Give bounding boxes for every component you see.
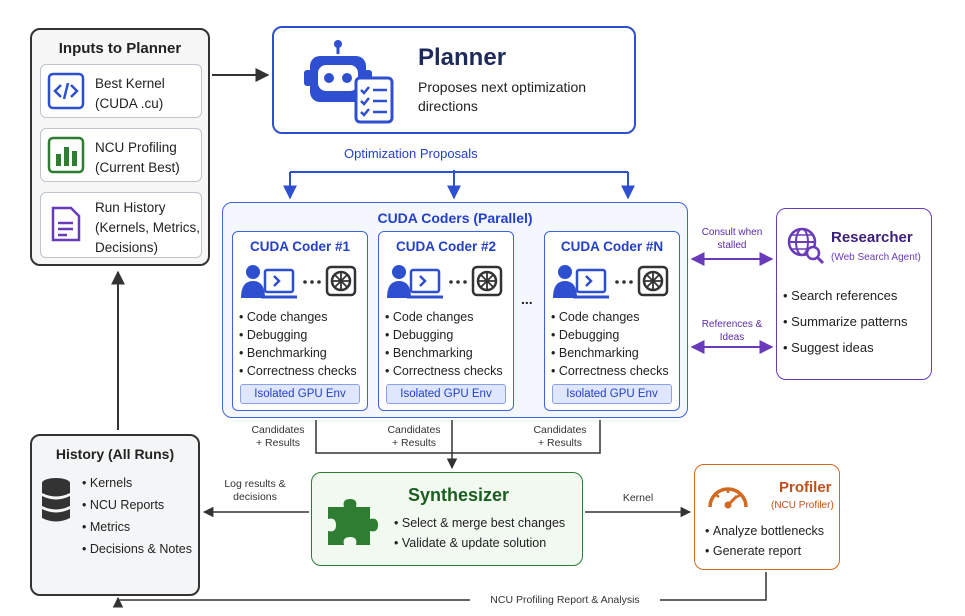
coder-gpu-icon (385, 264, 507, 300)
planner-description: Proposes next optimization directions (418, 79, 587, 114)
candidates-results-label: Candidates + Results (533, 424, 587, 449)
input-card-line: NCU Profiling (95, 140, 177, 155)
planner-title: Planner (418, 44, 507, 71)
input-card-line: Best Kernel (95, 76, 165, 91)
list-item: Generate report (705, 541, 824, 561)
profiler-task-list: Analyze bottlenecks Generate report (705, 521, 824, 561)
robot-checklist-icon (298, 38, 408, 126)
synthesizer-title: Synthesizer (408, 485, 510, 505)
list-item: Correctness checks (385, 362, 503, 380)
profiler-box: Profiler (NCU Profiler) Analyze bottlene… (694, 464, 840, 570)
cuda-coder-card: CUDA Coder #1 Code changes Debugging Ben… (232, 231, 368, 411)
list-item: Code changes (551, 308, 669, 326)
list-item: Analyze bottlenecks (705, 521, 824, 541)
list-item: Decisions & Notes (82, 538, 192, 560)
database-icon (40, 476, 72, 524)
code-icon (47, 72, 85, 110)
cuda-coders-title: CUDA Coders (Parallel) (377, 210, 533, 226)
researcher-box: Researcher (Web Search Agent) Search ref… (776, 208, 932, 380)
document-icon (47, 205, 85, 243)
profiler-title: Profiler (779, 479, 832, 496)
log-results-label: Log results & decisions (224, 478, 286, 503)
references-ideas-label: References & Ideas (701, 319, 763, 343)
planner-box: Planner Proposes next optimization direc… (272, 26, 636, 134)
list-item: Select & merge best changes (394, 513, 565, 533)
researcher-task-list: Search references Summarize patterns Sug… (783, 283, 908, 361)
list-item: Debugging (239, 326, 357, 344)
researcher-subtitle: (Web Search Agent) (831, 252, 921, 263)
candidates-results-label: Candidates + Results (387, 424, 441, 449)
coder-task-list: Code changes Debugging Benchmarking Corr… (551, 308, 669, 380)
input-card-ncu-profiling: NCU Profiling (Current Best) (40, 128, 202, 182)
input-card-line: (Kernels, Metrics, (95, 220, 201, 235)
coders-ellipsis: ... (521, 291, 533, 307)
input-card-line: Run History (95, 200, 166, 215)
speedometer-icon (705, 475, 751, 515)
list-item: Code changes (239, 308, 357, 326)
inputs-title: Inputs to Planner (58, 40, 182, 57)
list-item: NCU Reports (82, 494, 192, 516)
inputs-panel: Inputs to Planner Best Kernel(CUDA .cu) … (30, 28, 210, 266)
consult-when-stalled-label: Consult when stalled (701, 227, 763, 251)
input-card-line: (Current Best) (95, 160, 180, 175)
synthesizer-box: Synthesizer Select & merge best changes … (311, 472, 583, 566)
cuda-coder-title: CUDA Coder #N (560, 239, 664, 254)
globe-search-icon (785, 225, 825, 265)
list-item: Benchmarking (385, 344, 503, 362)
cuda-coder-title: CUDA Coder #1 (249, 239, 351, 254)
list-item: Benchmarking (239, 344, 357, 362)
bar-chart-icon (47, 136, 85, 174)
history-title: History (All Runs) (55, 446, 175, 462)
cuda-coder-card: CUDA Coder #N Code changes Debugging Ben… (544, 231, 680, 411)
list-item: Kernels (82, 472, 192, 494)
isolated-gpu-env-badge: Isolated GPU Env (552, 384, 672, 404)
input-card-run-history: Run History (Kernels, Metrics, Decisions) (40, 192, 202, 258)
ncu-report-label: NCU Profiling Report & Analysis (470, 594, 660, 607)
synthesizer-task-list: Select & merge best changes Validate & u… (394, 513, 565, 553)
history-item-list: Kernels NCU Reports Metrics Decisions & … (82, 472, 192, 560)
list-item: Correctness checks (239, 362, 357, 380)
input-card-line: (CUDA .cu) (95, 96, 164, 111)
researcher-title: Researcher (831, 229, 913, 246)
list-item: Code changes (385, 308, 503, 326)
list-item: Correctness checks (551, 362, 669, 380)
history-box: History (All Runs) Kernels NCU Reports M… (30, 434, 200, 596)
coder-gpu-icon (551, 264, 673, 300)
arrow-profiler-to-history (118, 572, 767, 601)
isolated-gpu-env-badge: Isolated GPU Env (386, 384, 506, 404)
list-item: Search references (783, 283, 908, 309)
arrow-planner-to-coders (283, 170, 635, 200)
isolated-gpu-env-badge: Isolated GPU Env (240, 384, 360, 404)
list-item: Validate & update solution (394, 533, 565, 553)
list-item: Summarize patterns (783, 309, 907, 335)
candidates-results-label: Candidates + Results (251, 424, 305, 449)
coder-task-list: Code changes Debugging Benchmarking Corr… (239, 308, 357, 380)
coder-task-list: Code changes Debugging Benchmarking Corr… (385, 308, 503, 380)
list-item: Suggest ideas (783, 335, 908, 361)
cuda-coder-card: CUDA Coder #2 Code changes Debugging Ben… (378, 231, 514, 411)
list-item: Debugging (551, 326, 669, 344)
optimization-proposals-label: Optimization Proposals (344, 146, 478, 161)
coder-gpu-icon (239, 264, 361, 300)
puzzle-icon (324, 493, 380, 549)
input-card-line: Decisions) (95, 240, 159, 255)
cuda-coder-title: CUDA Coder #2 (395, 239, 497, 254)
list-item: Metrics (82, 516, 192, 538)
profiler-subtitle: (NCU Profiler) (771, 500, 834, 511)
arrow-coders-to-synth (315, 420, 601, 470)
list-item: Debugging (385, 326, 503, 344)
input-card-best-kernel: Best Kernel (CUDA .cu) (40, 64, 202, 118)
kernel-label: Kernel (622, 492, 654, 504)
list-item: Benchmarking (551, 344, 669, 362)
cuda-coders-group: CUDA Coders (Parallel) CUDA Coder #1 Cod… (222, 202, 688, 418)
